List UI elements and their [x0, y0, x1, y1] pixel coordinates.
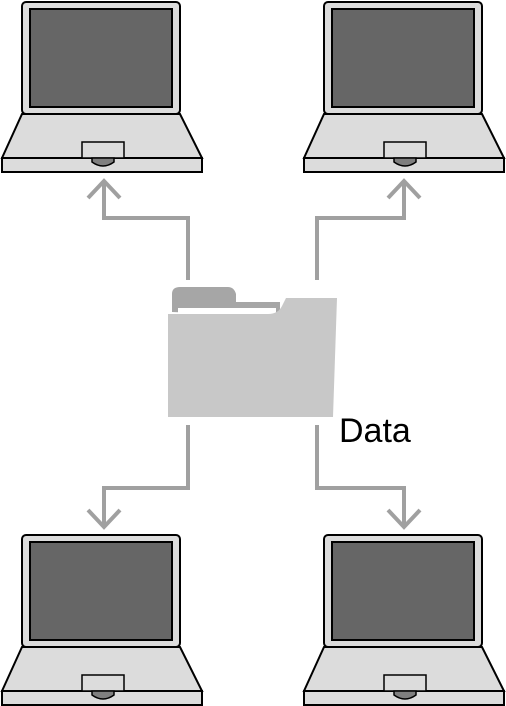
arrow-to-top-right — [315, 184, 406, 280]
laptop-bottom-right-icon — [303, 534, 505, 706]
arrowhead-bottom-right — [386, 508, 422, 530]
arrowhead-top-left — [86, 178, 122, 200]
arrowhead-bottom-left — [86, 508, 122, 530]
folder-icon — [168, 287, 337, 417]
data-label: Data — [339, 412, 411, 450]
arrowhead-top-right — [386, 178, 422, 200]
arrow-to-bottom-right — [315, 425, 406, 524]
laptop-top-right-icon — [303, 1, 505, 173]
laptop-top-left-icon — [1, 1, 203, 173]
arrow-to-top-left — [102, 184, 190, 280]
arrow-to-bottom-left — [102, 425, 190, 524]
laptop-bottom-left-icon — [1, 534, 203, 706]
